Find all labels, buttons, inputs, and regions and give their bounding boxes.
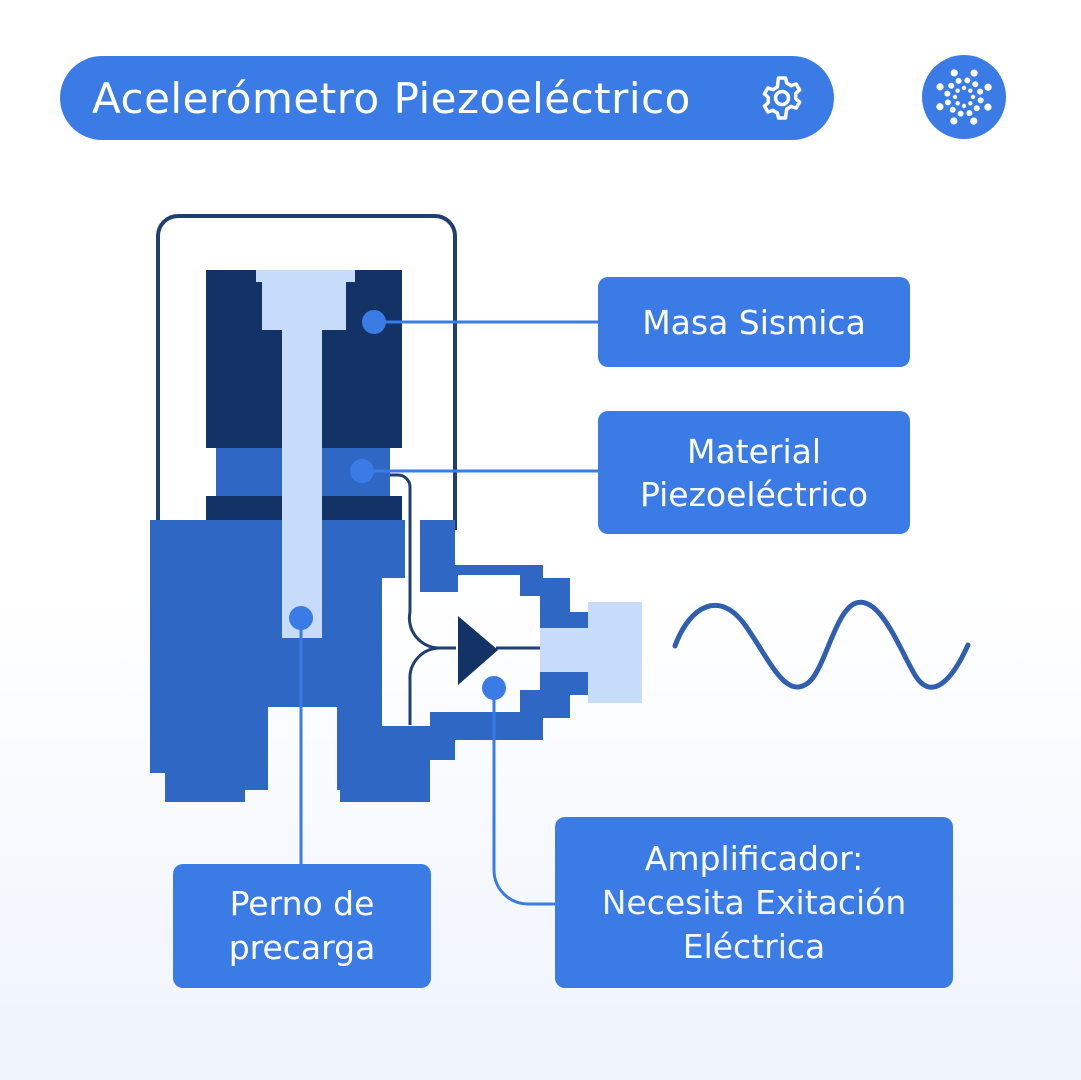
label-amplifier-line2: Necesita Exitación xyxy=(601,882,907,922)
output-waveform xyxy=(672,599,971,690)
amplifier-housing-bottom xyxy=(430,670,588,760)
logo-dot xyxy=(984,103,992,111)
label-preload-bolt-line1: Perno de xyxy=(229,884,375,923)
logo-dot xyxy=(936,83,944,91)
logo-dot xyxy=(977,97,984,104)
dot-pattern-logo-icon xyxy=(922,55,1006,139)
title-pill: Acelerómetro Piezoeléctrico xyxy=(60,56,834,140)
logo-dot xyxy=(944,90,951,97)
housing-outline xyxy=(156,214,457,550)
callout-dots xyxy=(289,310,506,700)
label-amplifier-line3: Eléctrica xyxy=(682,926,826,966)
logo-dot xyxy=(973,105,980,112)
logo-dot xyxy=(984,83,992,91)
logo-dot xyxy=(955,77,962,84)
logo-dot xyxy=(961,103,967,109)
base-block xyxy=(150,520,430,802)
logo-dot xyxy=(950,117,958,125)
label-piezo-material: Material Piezoeléctrico xyxy=(598,411,910,534)
logo-dot xyxy=(961,85,967,91)
logo-dot xyxy=(948,82,955,89)
logo-dot xyxy=(964,77,971,84)
logo-dot xyxy=(966,110,973,117)
logo-dot xyxy=(970,94,976,100)
callout-lines xyxy=(299,320,598,906)
logo-dot xyxy=(950,69,958,77)
label-seismic-mass: Masa Sismica xyxy=(598,277,910,367)
label-preload-bolt-line2: precarga xyxy=(228,928,376,967)
label-amplifier-line1: Amplificador: xyxy=(644,838,864,878)
logo-dot xyxy=(977,88,984,95)
logo-dot xyxy=(952,94,958,100)
label-seismic-mass-text: Masa Sismica xyxy=(642,302,866,342)
logo-dot xyxy=(970,117,978,125)
logo-dot xyxy=(970,69,978,77)
logo-dot xyxy=(957,110,964,117)
label-piezo-material-line1: Material xyxy=(686,431,822,471)
signal-wires xyxy=(390,473,540,725)
output-connector xyxy=(540,602,642,703)
logo-dot xyxy=(949,106,956,113)
label-piezo-material-line2: Piezoeléctrico xyxy=(639,474,869,514)
logo-dot xyxy=(944,99,951,106)
logo-dot xyxy=(936,103,944,111)
page-title: Acelerómetro Piezoeléctrico xyxy=(92,73,691,123)
amplifier-housing xyxy=(420,520,588,628)
base-left-edge xyxy=(150,548,170,773)
amplifier-triangle xyxy=(458,616,498,685)
gear-icon[interactable] xyxy=(758,74,806,122)
label-amplifier: Amplificador: Necesita Exitación Eléctri… xyxy=(555,817,953,988)
logo-dot xyxy=(968,88,973,93)
logo-dot xyxy=(968,101,973,106)
label-preload-bolt: Perno de precarga xyxy=(173,864,431,988)
logo-dot xyxy=(955,101,960,106)
preload-bolt xyxy=(256,270,355,638)
logo-dot xyxy=(972,81,979,88)
logo-dot xyxy=(955,88,960,93)
